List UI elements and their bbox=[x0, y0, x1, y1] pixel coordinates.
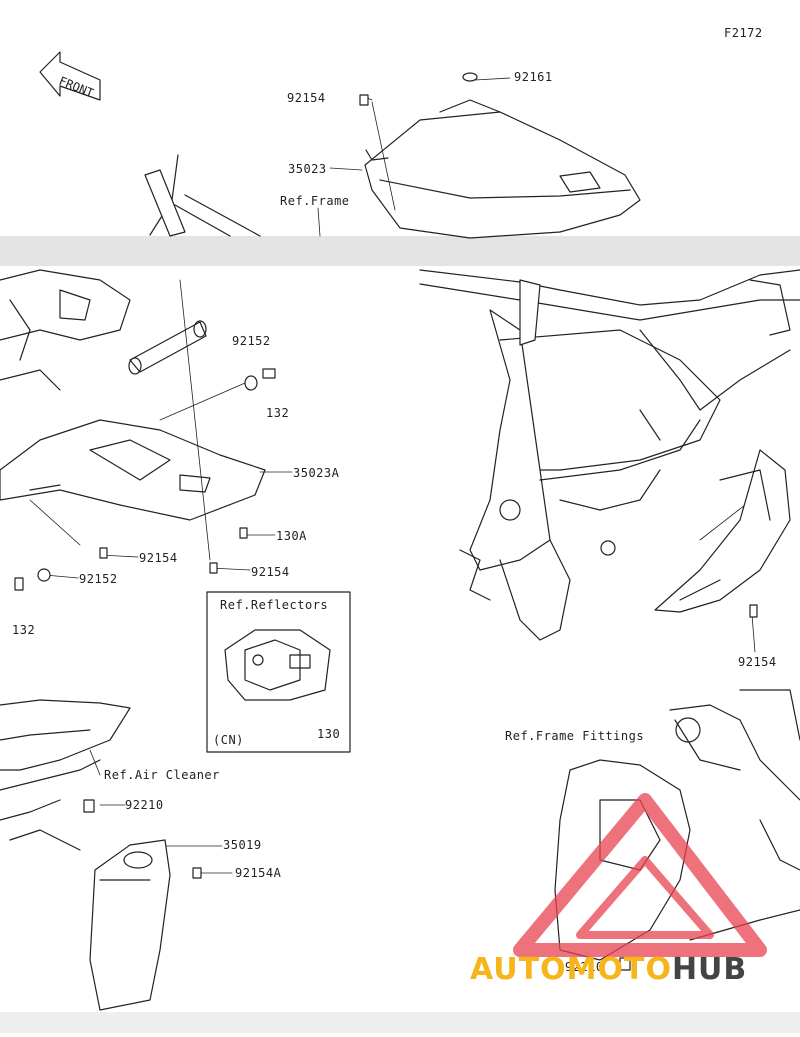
part-130A[interactable]: 130A bbox=[276, 529, 307, 543]
part-92210-left[interactable]: 92210 bbox=[125, 798, 164, 812]
leader-lines bbox=[29, 77, 756, 874]
part-92154-center[interactable]: 92154 bbox=[251, 565, 290, 579]
part-35023[interactable]: 35023 bbox=[288, 162, 327, 176]
part-35023A[interactable]: 35023A bbox=[293, 466, 340, 480]
part-35019[interactable]: 35019 bbox=[223, 838, 262, 852]
rear-fender-35023A bbox=[0, 419, 266, 521]
mudflap-35019 bbox=[89, 839, 171, 1011]
bottom-noise bbox=[0, 1012, 800, 1033]
diagram-code: F2172 bbox=[724, 26, 763, 40]
part-92154-left[interactable]: 92154 bbox=[139, 551, 178, 565]
part-92152-lower[interactable]: 92152 bbox=[79, 572, 118, 586]
watermark-auto: AUTO bbox=[470, 952, 567, 987]
air-cleaner bbox=[0, 699, 131, 851]
part-92154-right[interactable]: 92154 bbox=[738, 655, 777, 669]
ref-frame[interactable]: Ref.Frame bbox=[280, 194, 350, 208]
frame-upper bbox=[144, 154, 261, 237]
part-132-lower[interactable]: 132 bbox=[12, 623, 36, 637]
frame-left bbox=[0, 269, 207, 391]
part-92152-upper[interactable]: 92152 bbox=[232, 334, 271, 348]
fasteners bbox=[14, 72, 758, 971]
reflectors-inset bbox=[206, 591, 351, 753]
torn-band bbox=[0, 236, 800, 266]
ref-frame-fittings[interactable]: Ref.Frame Fittings bbox=[505, 729, 645, 743]
front-arrow-icon: FRONT bbox=[39, 51, 101, 101]
part-92154A[interactable]: 92154A bbox=[235, 866, 282, 880]
watermark-moto: MOTO bbox=[566, 952, 672, 987]
fender-right-lower bbox=[654, 449, 791, 613]
watermark-hub: HUB bbox=[671, 952, 748, 987]
part-92210-right[interactable]: 92210 bbox=[565, 960, 604, 974]
rear-fender-35023 bbox=[364, 99, 641, 239]
inset-note-cn: (CN) bbox=[213, 733, 244, 747]
frame-right bbox=[419, 269, 800, 641]
ref-reflectors[interactable]: Ref.Reflectors bbox=[220, 598, 329, 612]
part-132-upper[interactable]: 132 bbox=[266, 406, 290, 420]
ref-air-cleaner[interactable]: Ref.Air Cleaner bbox=[104, 768, 220, 782]
watermark-logo-icon bbox=[513, 793, 767, 957]
part-130[interactable]: 130 bbox=[317, 727, 341, 741]
part-92154-top[interactable]: 92154 bbox=[287, 91, 326, 105]
watermark-text: AUTOMOTOHUB bbox=[470, 952, 747, 987]
part-92161[interactable]: 92161 bbox=[514, 70, 553, 84]
